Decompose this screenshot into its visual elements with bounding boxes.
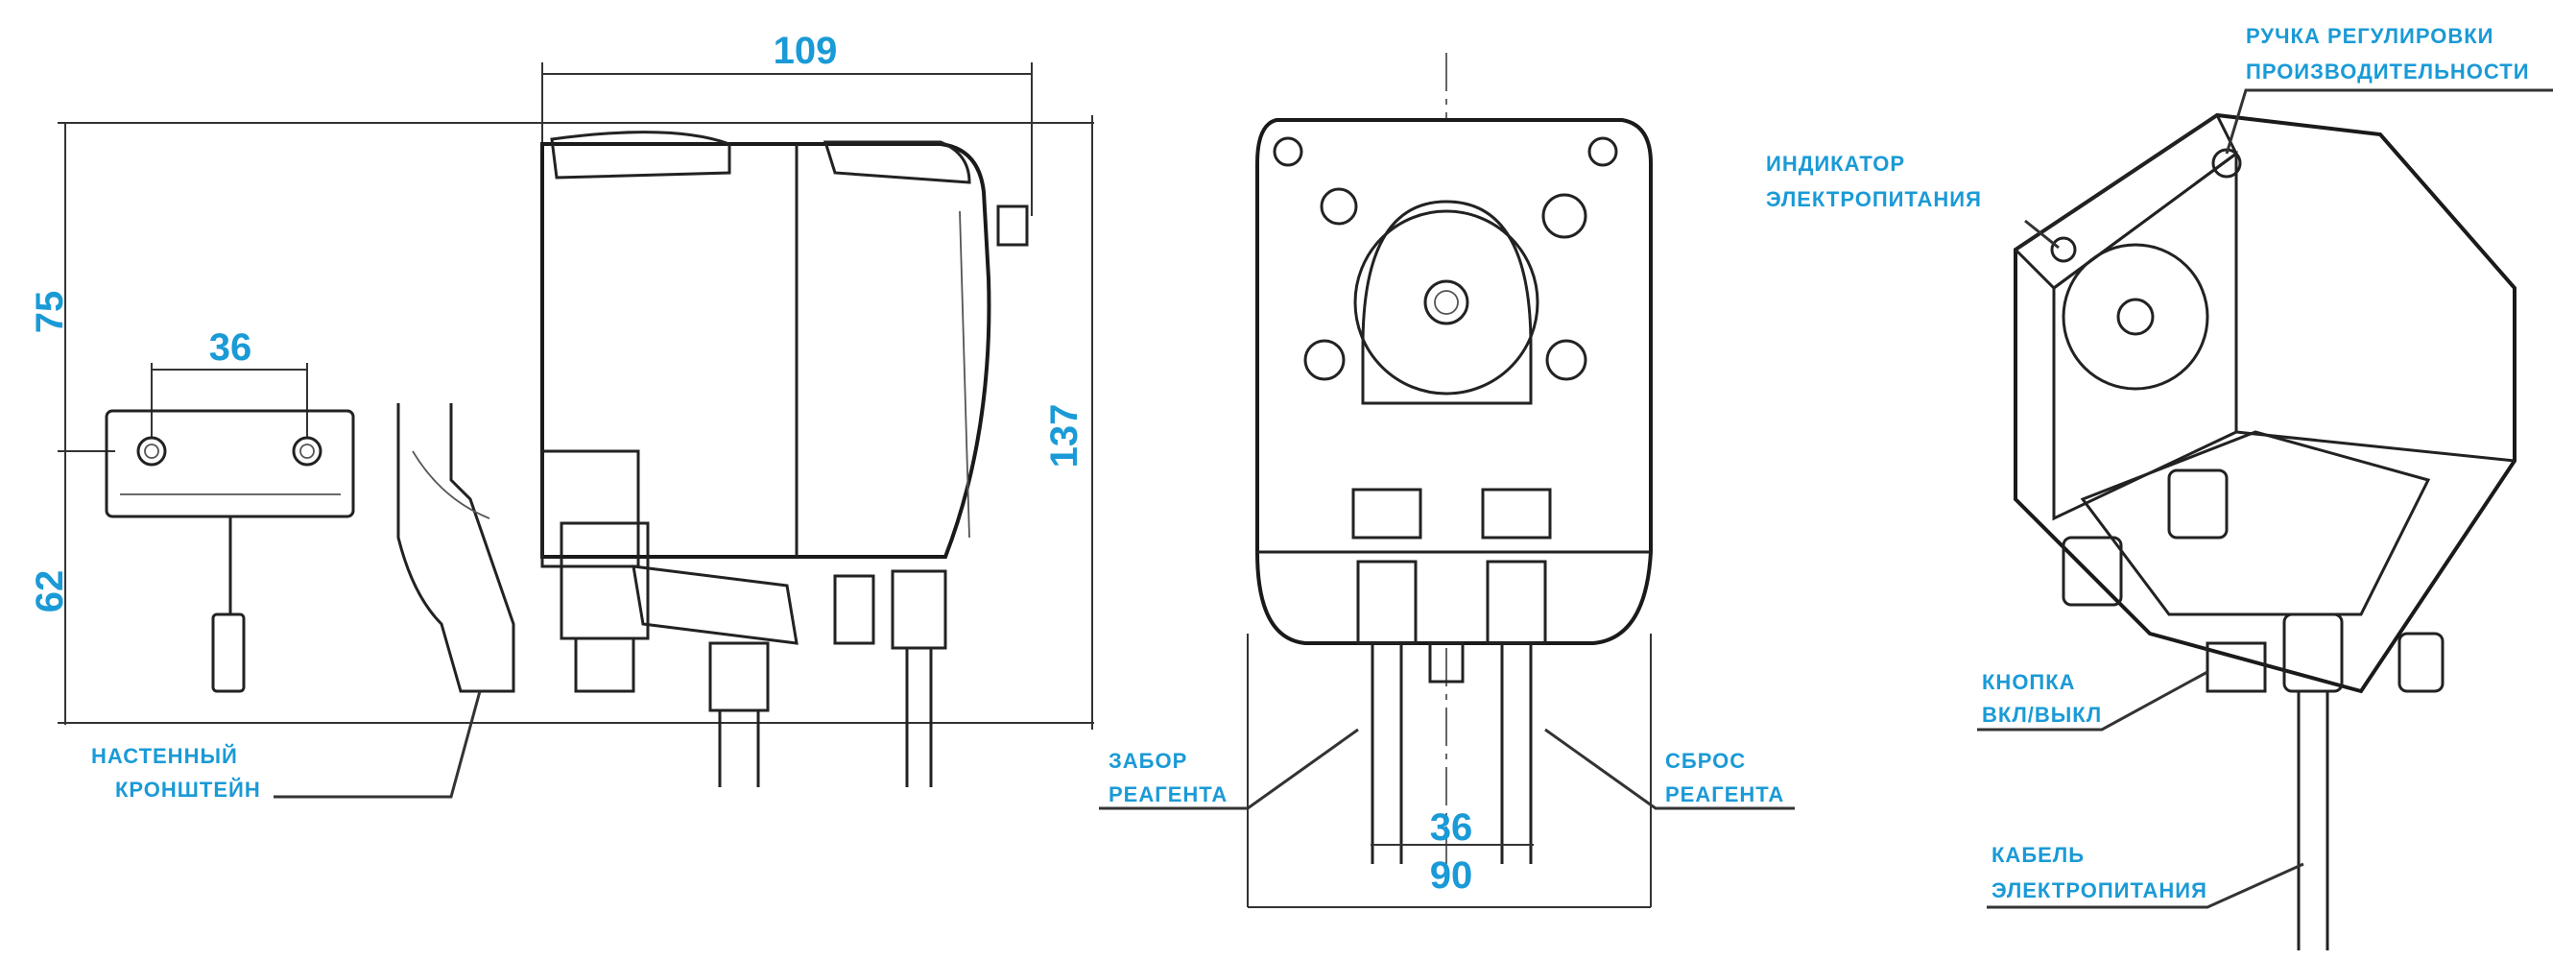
label-button-2: ВКЛ/ВЫКЛ: [1982, 703, 2102, 727]
power-indicator-iso: [2050, 236, 2077, 263]
on-off-button-iso: [2206, 641, 2267, 693]
rotor-hub-inner: [1434, 290, 1459, 315]
outlet-fitting: [1486, 560, 1547, 645]
label-button-1: КНОПКА: [1982, 670, 2076, 694]
screw-hole-inner: [144, 444, 159, 459]
adjust-knob-side: [996, 204, 1029, 247]
tube-clamp: [1351, 488, 1422, 540]
side-view: 109 75 62 137 36: [29, 30, 1094, 802]
latch: [1545, 339, 1587, 381]
pump-head: [1361, 200, 1533, 405]
body-edge: [2235, 430, 2516, 463]
inlet-fitting: [1356, 560, 1418, 645]
leader-knob: [2225, 88, 2553, 155]
wall-bracket-side: [396, 403, 515, 693]
label-knob-2: ПРОИЗВОДИТЕЛЬНОСТИ: [2246, 60, 2530, 84]
inlet-fitting-iso: [2062, 536, 2123, 607]
corner-screw: [1273, 136, 1303, 167]
power-indicator: [1320, 187, 1358, 226]
pump-body-side: [540, 142, 991, 559]
dim-109: 109: [774, 30, 838, 72]
screw-hole: [292, 436, 322, 467]
dim-62: 62: [29, 570, 71, 613]
screw-hole: [136, 436, 167, 467]
outlet-fitting-iso: [2167, 468, 2229, 540]
label-wall-bracket-2: КРОНШТЕЙН: [115, 778, 261, 802]
bottom-face-iso: [2080, 430, 2431, 616]
isometric-view: РУЧКА РЕГУЛИРОВКИ ПРОИЗВОДИТЕЛЬНОСТИ ИНД…: [1766, 24, 2553, 950]
rotor-hub-iso: [2116, 298, 2155, 336]
fitting-iso: [2397, 632, 2445, 693]
label-outlet-2: РЕАГЕНТА: [1665, 782, 1784, 806]
leader-cable: [1987, 862, 2304, 909]
body-top-lip: [823, 140, 971, 184]
dim-137: 137: [1043, 404, 1085, 468]
label-outlet-1: СБРОС: [1665, 749, 1746, 773]
dim-36-ports: 36: [1430, 806, 1473, 849]
bracket-plate: [105, 409, 355, 518]
label-inlet-1: ЗАБОР: [1109, 749, 1187, 773]
leader-indicator: [2024, 219, 2060, 250]
pump-body-front: [1255, 118, 1653, 645]
label-indicator-2: ЭЛЕКТРОПИТАНИЯ: [1766, 187, 1982, 211]
leader-bracket: [274, 690, 482, 799]
adjust-knob: [1541, 193, 1587, 239]
leader-button: [1977, 670, 2208, 732]
mount-block: [540, 449, 640, 568]
label-knob-1: РУЧКА РЕГУЛИРОВКИ: [2246, 24, 2494, 48]
label-wall-bracket-1: НАСТЕННЫЙ: [91, 744, 238, 768]
label-cable-2: ЭЛЕКТРОПИТАНИЯ: [1992, 878, 2207, 902]
bottom-plate: [632, 564, 799, 645]
leader-inlet: [1099, 728, 1359, 810]
rotor-hub: [1423, 279, 1469, 325]
bracket-clip: [211, 612, 246, 693]
leader-outlet: [1544, 728, 1795, 810]
front-view: 36 90 ЗАБОР РЕАГЕНТА СБРОС РЕАГЕНТА: [1099, 53, 1795, 908]
front-cover-edge: [959, 210, 970, 539]
latch: [1303, 339, 1346, 381]
pump-head-iso: [2062, 243, 2209, 391]
body-top-lip: [550, 131, 731, 180]
dim-36-bracket: 36: [209, 326, 252, 369]
bracket-curve: [412, 450, 490, 519]
cable-gland-iso: [2282, 612, 2344, 693]
label-inlet-2: РЕАГЕНТА: [1109, 782, 1228, 806]
label-indicator-1: ИНДИКАТОР: [1766, 152, 1905, 176]
cable-gland: [1428, 641, 1465, 684]
fitting: [833, 574, 875, 645]
dim-75: 75: [29, 291, 71, 334]
tube-clamp: [1481, 488, 1552, 540]
cable-gland-side: [708, 641, 770, 712]
corner-screw: [1587, 136, 1618, 167]
tube-fitting-side: [891, 569, 947, 650]
fitting: [574, 636, 635, 693]
screw-hole-inner: [299, 444, 315, 459]
dim-90: 90: [1430, 854, 1473, 897]
wall-bracket: 36: [105, 326, 355, 693]
label-cable-1: КАБЕЛЬ: [1992, 843, 2085, 867]
rotor-cover: [1353, 209, 1539, 396]
